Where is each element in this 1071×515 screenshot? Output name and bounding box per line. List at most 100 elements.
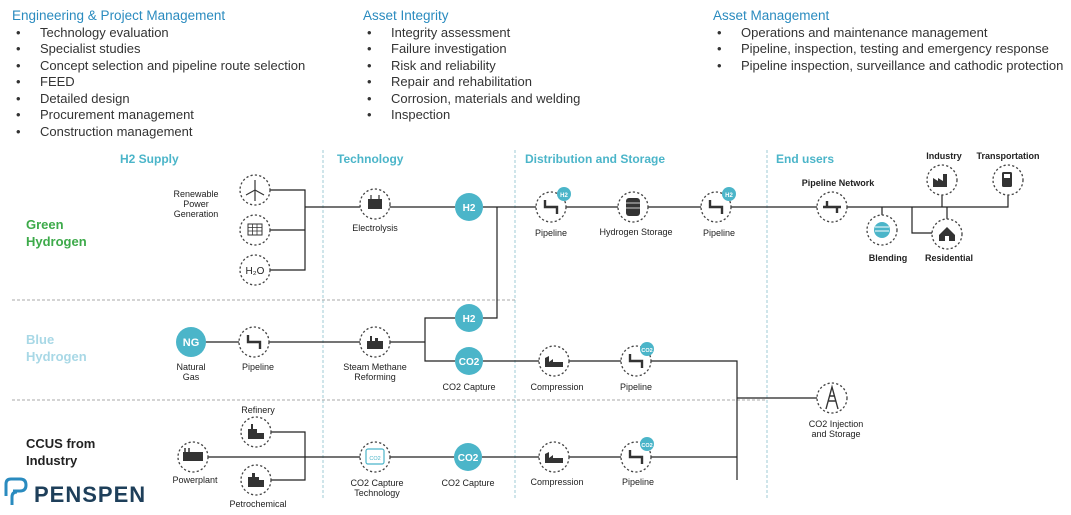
compressor-icon	[538, 345, 570, 377]
transportation-label: Transportation	[976, 151, 1039, 161]
co2-badge-blue: CO2	[455, 347, 483, 375]
service-item: Pipeline inspection, surveillance and ca…	[713, 58, 1069, 75]
row-ccus-1: CCUS from	[26, 436, 95, 451]
solar-panel-icon	[239, 214, 271, 246]
pipeline-co2-badge: CO2	[641, 443, 652, 449]
h2-badge-text: H2	[463, 203, 476, 214]
pipeline-network-label: Pipeline Network	[802, 178, 876, 188]
pipeline-co2-badge: CO2	[641, 348, 652, 354]
service-item: Technology evaluation	[12, 25, 305, 42]
pipeline-label: Pipeline	[242, 362, 274, 372]
co2-capture-technology-icon: CO2	[359, 441, 391, 473]
pipeline-label: Pipeline	[703, 228, 735, 238]
asset-integrity-services: Asset Integrity Integrity assessment Fai…	[363, 8, 580, 124]
smr-label-1: Steam Methane	[343, 362, 407, 372]
pipeline-label: Pipeline	[620, 382, 652, 392]
service-item: Risk and reliability	[363, 58, 580, 75]
renewable-label-2: Power	[183, 199, 209, 209]
co2-injection-label-2: and Storage	[811, 429, 860, 439]
co2-badge-text: CO2	[458, 453, 479, 464]
service-item: Concept selection and pipeline route sel…	[12, 58, 305, 75]
h2-badge-blue: H2	[455, 304, 483, 332]
refinery-label: Refinery	[241, 405, 275, 415]
water-icon: H₂O	[239, 254, 271, 286]
row-blue-hydrogen-2: Hydrogen	[26, 349, 87, 364]
petrochemical-icon	[240, 464, 272, 496]
penspen-logo: PENSPEN	[4, 477, 146, 507]
powerplant-icon	[177, 441, 209, 473]
section-end-users: End users	[776, 152, 834, 166]
engineering-services: Engineering & Project Management Technol…	[12, 8, 305, 140]
service-item: Specialist studies	[12, 41, 305, 58]
renewable-label-1: Renewable	[173, 189, 218, 199]
co2-capture-label: CO2 Capture	[442, 382, 495, 392]
engineering-title: Engineering & Project Management	[12, 8, 226, 23]
service-item: Corrosion, materials and welding	[363, 91, 580, 108]
row-green-hydrogen-1: Green	[26, 217, 64, 232]
pipeline-icon	[238, 326, 270, 358]
co2-badge-ccus: CO2	[454, 443, 482, 471]
service-item: FEED	[12, 74, 305, 91]
service-item: Procurement management	[12, 107, 305, 124]
renewable-label-3: Generation	[174, 209, 219, 219]
service-item: Inspection	[363, 107, 580, 124]
logo-text: PENSPEN	[34, 482, 146, 507]
petrochemical-label: Petrochemical	[229, 499, 286, 509]
service-item: Operations and maintenance management	[713, 25, 1069, 42]
reformer-icon	[359, 326, 391, 358]
pipeline-icon: CO2	[620, 437, 654, 473]
natural-gas-label-1: Natural	[176, 362, 205, 372]
fuel-pump-icon	[992, 164, 1024, 196]
blending-icon	[866, 214, 898, 246]
natural-gas-badge: NG	[176, 327, 206, 357]
pipeline-label: Pipeline	[535, 228, 567, 238]
section-distribution: Distribution and Storage	[525, 152, 665, 166]
powerplant-label: Powerplant	[172, 475, 218, 485]
pipeline-label: Pipeline	[622, 477, 654, 487]
pipeline-h2-badge: H2	[725, 193, 733, 199]
compression-label: Compression	[530, 382, 583, 392]
natural-gas-label-2: Gas	[183, 372, 200, 382]
section-technology: Technology	[337, 152, 404, 166]
smr-label-2: Reforming	[354, 372, 396, 382]
connections	[205, 189, 1009, 481]
section-h2-supply: H2 Supply	[120, 152, 179, 166]
compressor-icon	[538, 441, 570, 473]
pipeline-network-icon	[816, 191, 848, 223]
industry-label: Industry	[926, 151, 962, 161]
service-item: Pipeline, inspection, testing and emerge…	[713, 41, 1069, 58]
asset-management-title: Asset Management	[713, 8, 830, 23]
service-item: Repair and rehabilitation	[363, 74, 580, 91]
service-item: Integrity assessment	[363, 25, 580, 42]
row-blue-hydrogen-1: Blue	[26, 332, 54, 347]
co2-injection-label-1: CO2 Injection	[809, 419, 864, 429]
blending-label: Blending	[869, 253, 908, 263]
h2-badge-text: H2	[463, 314, 476, 325]
house-icon	[931, 218, 963, 250]
row-ccus-2: Industry	[26, 453, 78, 468]
co2-capture-tech-label-2: Technology	[354, 488, 400, 498]
injection-well-icon	[816, 382, 848, 414]
row-green-hydrogen-2: Hydrogen	[26, 234, 87, 249]
pipeline-icon: H2	[535, 187, 571, 223]
pipeline-icon: CO2	[620, 342, 654, 377]
ng-badge-text: NG	[183, 337, 200, 349]
compression-label: Compression	[530, 477, 583, 487]
asset-integrity-title: Asset Integrity	[363, 8, 449, 23]
co2-badge-text: CO2	[459, 357, 480, 368]
hydrogen-storage-icon	[617, 191, 649, 223]
refinery-icon	[240, 416, 272, 448]
h2o-label: H₂O	[246, 266, 265, 277]
residential-label: Residential	[925, 253, 973, 263]
electrolysis-icon	[359, 188, 391, 220]
wind-turbine-icon	[239, 174, 271, 206]
co2-capture-tech-label-1: CO2 Capture	[350, 478, 403, 488]
h2-badge-green: H2	[455, 193, 483, 221]
co2-capture-label: CO2 Capture	[441, 478, 494, 488]
service-item: Construction management	[12, 124, 305, 141]
hydrogen-storage-label: Hydrogen Storage	[599, 227, 672, 237]
service-item: Failure investigation	[363, 41, 580, 58]
pipeline-h2-badge: H2	[560, 193, 568, 199]
electrolysis-label: Electrolysis	[352, 223, 398, 233]
